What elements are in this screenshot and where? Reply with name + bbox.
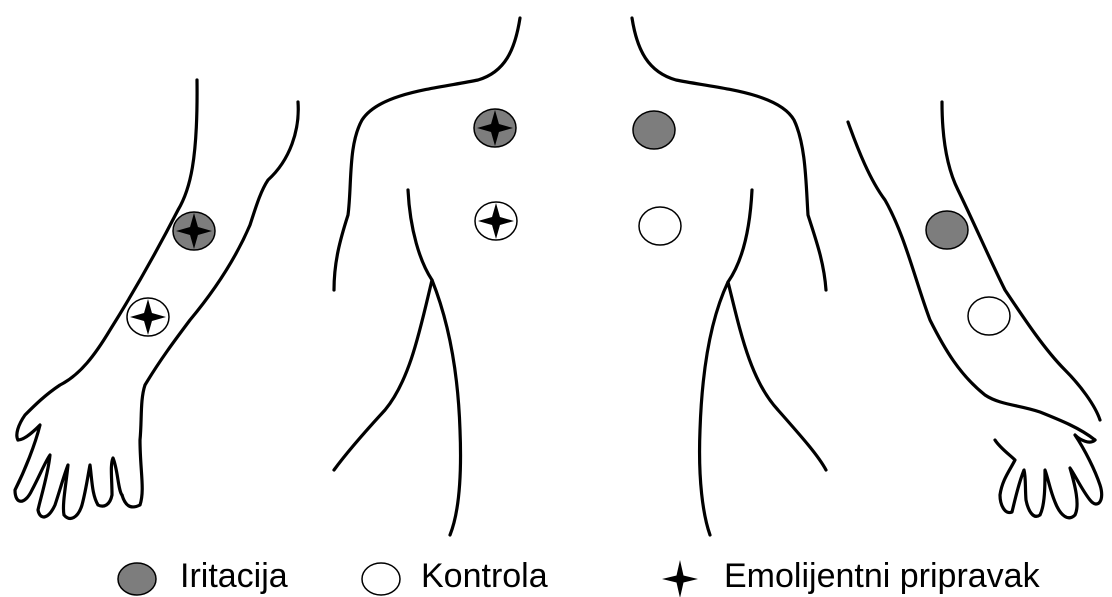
left-forearm-irritation-site — [926, 211, 968, 249]
legend-control-label: Kontrola — [421, 555, 548, 597]
legend-item-emollient: Emolijentni pripravak — [724, 555, 1040, 597]
legend-irritation-label: Iritacija — [180, 555, 288, 597]
upper-chest-left-control-site — [639, 207, 681, 245]
legend-item-irritation: Iritacija — [180, 555, 288, 597]
left-forearm-control-site — [968, 297, 1010, 335]
legend-emollient-label: Emolijentni pripravak — [724, 555, 1040, 597]
legend: Iritacija Kontrola Emolijentni pripravak — [0, 555, 1112, 597]
torso-outline — [334, 18, 826, 535]
upper-chest-left-irritation-site — [633, 111, 675, 149]
legend-item-control: Kontrola — [421, 555, 548, 597]
application-sites — [127, 109, 1010, 336]
